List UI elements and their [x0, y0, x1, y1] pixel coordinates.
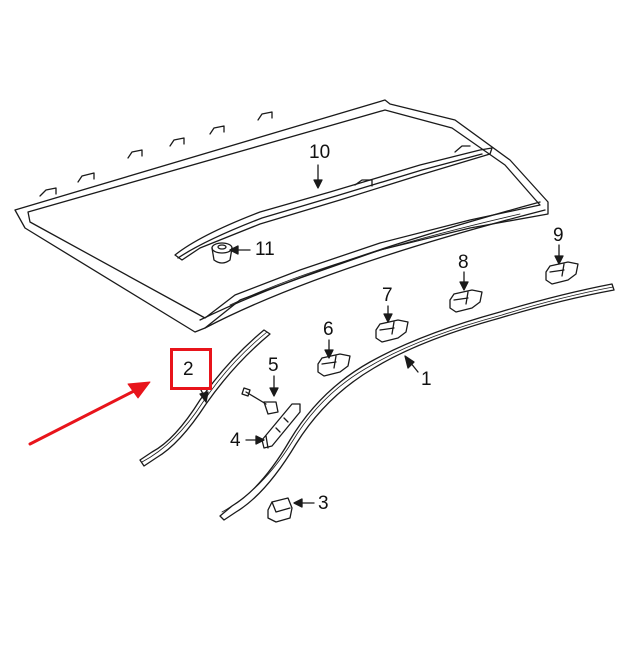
callout-1: 1	[421, 369, 432, 390]
leader-lines	[199, 164, 564, 508]
clip-nut-part-11	[211, 242, 233, 264]
bolt-part-5	[241, 387, 279, 415]
callout-11: 11	[255, 239, 275, 260]
moulding-strip-part-2	[139, 329, 271, 467]
roof-moulding-part-1	[219, 283, 615, 521]
callout-5: 5	[268, 355, 279, 376]
callout-8: 8	[458, 252, 469, 273]
end-clip-part-3	[267, 497, 293, 523]
clip-part-7	[375, 319, 409, 343]
roof-panel	[14, 99, 549, 333]
callout-9: 9	[553, 225, 564, 246]
clip-part-8	[449, 289, 483, 313]
clip-part-6	[317, 353, 351, 377]
callout-3: 3	[318, 493, 329, 514]
callout-6: 6	[323, 319, 334, 340]
clip-part-9	[545, 261, 579, 285]
highlight-box	[170, 348, 212, 390]
callout-2: 2	[183, 359, 194, 380]
bracket-part-4	[261, 403, 301, 449]
roof-rail-part-10	[174, 145, 493, 261]
callout-7: 7	[382, 285, 393, 306]
callout-4: 4	[230, 430, 241, 451]
callout-10: 10	[309, 142, 331, 163]
red-pointer-arrow	[28, 381, 151, 446]
